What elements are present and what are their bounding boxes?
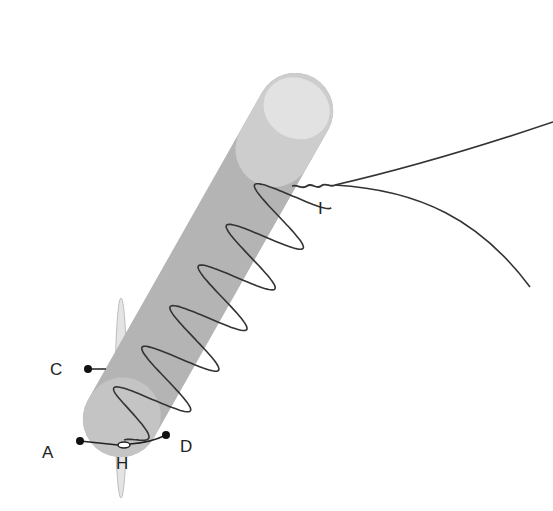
rod-body — [69, 59, 347, 471]
point-label: H — [116, 455, 128, 472]
point-dot — [84, 365, 92, 373]
wire-end — [335, 185, 530, 287]
point-label: I — [318, 200, 323, 217]
helix-wire — [114, 184, 332, 441]
point-h — [118, 442, 130, 448]
point-label: D — [180, 438, 192, 455]
point-label: C — [50, 361, 62, 378]
rod-cap — [252, 65, 341, 151]
point-dot — [76, 437, 84, 445]
twisted-knot — [292, 185, 335, 188]
wire-end — [335, 122, 553, 185]
point-label: A — [42, 444, 53, 461]
leader-line — [130, 435, 166, 444]
leader-line — [80, 441, 118, 445]
point-dot — [162, 431, 170, 439]
rod-top — [222, 59, 347, 201]
